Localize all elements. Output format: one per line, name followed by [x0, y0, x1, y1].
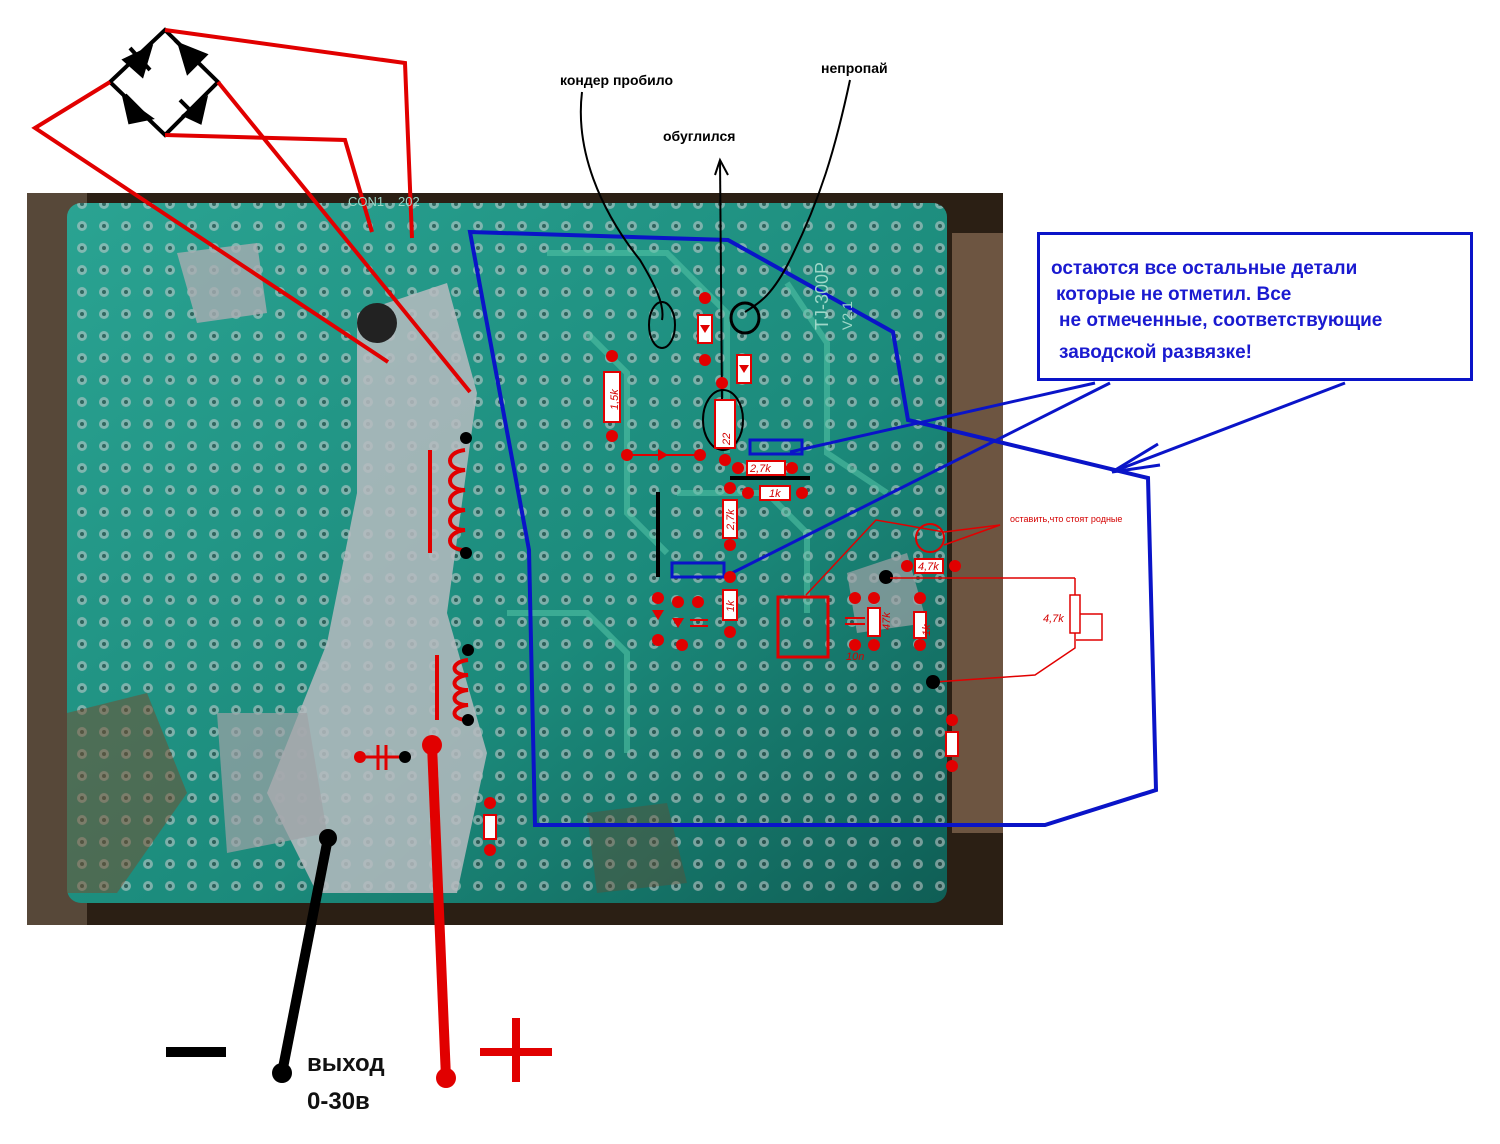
callout-not-soldered: непропай — [821, 60, 888, 76]
component-resistor-2-7k-h — [732, 460, 798, 476]
charred-resistor-marker — [702, 389, 744, 451]
callout-charred: обуглился — [663, 128, 736, 144]
output-label-line-2: 0-30в — [307, 1088, 370, 1115]
keep-original-callout-lines — [805, 519, 1001, 596]
plus-sign — [480, 1018, 552, 1082]
note-line-3: не отмеченные, соответствующие — [1059, 310, 1383, 331]
label-r-2-7k-h: 2,7k — [749, 463, 771, 475]
label-r-1k-right: 1k — [921, 624, 933, 636]
pot-connection-pad — [926, 675, 940, 689]
silkscreen-con1: CON1 — [348, 194, 384, 209]
component-ic-square — [776, 595, 830, 659]
bridge-wiring — [31, 28, 472, 394]
minus-output-wire — [277, 837, 333, 1074]
silkscreen-version: V2.1 — [839, 301, 855, 330]
component-cap-10n — [845, 592, 865, 651]
silkscreen-202: 202 — [398, 194, 420, 209]
component-transistor — [915, 523, 945, 553]
component-resistor-2-7k-v — [722, 482, 738, 551]
diode-bridge-symbol — [107, 27, 221, 138]
component-diode-horizontal — [621, 449, 706, 461]
callout-lines — [579, 79, 851, 401]
plus-output-pad — [422, 735, 442, 755]
minus-output-end — [272, 1063, 292, 1083]
kept-parts-region-outline — [467, 229, 1159, 827]
marked-part-rect-lower — [670, 561, 726, 579]
label-r-47k: 47k — [881, 612, 893, 630]
output-capacitor — [354, 745, 411, 770]
label-r-1k-v: 1k — [725, 600, 737, 612]
output-label-line-1: выход — [307, 1050, 385, 1077]
note-line-2: которые не отметил. Все — [1056, 284, 1292, 305]
silkscreen-model: TJ-300P — [812, 262, 832, 330]
component-resistor-4-7k-top — [901, 558, 961, 574]
component-resistor-1k-right — [913, 592, 927, 651]
unsoldered-joint-marker — [729, 301, 761, 335]
inductor-upper — [428, 448, 466, 553]
minus-output-pad — [319, 829, 337, 847]
blown-capacitor-marker — [648, 301, 676, 349]
label-cap-10n: 10n — [846, 651, 864, 663]
component-resistor-right-lower — [945, 714, 959, 772]
label-r-22: 22 — [721, 433, 733, 446]
component-diode-upper — [697, 292, 713, 366]
jumper-lines — [656, 476, 810, 577]
note-line-1: остаются все остальные детали — [1051, 258, 1358, 279]
marked-part-rect-upper — [748, 438, 804, 456]
inductor-lower — [435, 655, 469, 722]
component-resistor-1k-h — [742, 485, 808, 501]
label-pot-4-7k: 4,7k — [1043, 613, 1064, 625]
plus-output-wire — [427, 744, 451, 1079]
note-box: остаются все остальные детали которые не… — [1037, 232, 1473, 381]
note-arrows — [729, 381, 1346, 576]
component-resistor-47k — [867, 570, 893, 651]
label-keep-original: оставить,что стоят родные — [1010, 514, 1122, 524]
label-r-4-7k-top: 4,7k — [918, 561, 939, 573]
component-resistor-22 — [714, 399, 736, 466]
label-r-1k-h: 1k — [769, 488, 781, 500]
component-potentiometer — [890, 577, 1103, 683]
resistor-bottom — [483, 797, 497, 856]
component-diode-right — [716, 354, 752, 389]
callout-capacitor-blown: кондер пробило — [560, 72, 674, 88]
inductor-pins — [460, 432, 474, 726]
label-r-2-7k-v: 2,7k — [725, 509, 737, 531]
component-resistor-1k-v — [722, 571, 738, 638]
component-diodes-pair — [652, 592, 708, 651]
note-line-4: заводской развязке! — [1059, 342, 1252, 363]
component-resistor-1-5k — [603, 350, 621, 442]
label-r-1-5k: 1,5k — [609, 389, 621, 410]
plus-output-end — [436, 1068, 456, 1088]
